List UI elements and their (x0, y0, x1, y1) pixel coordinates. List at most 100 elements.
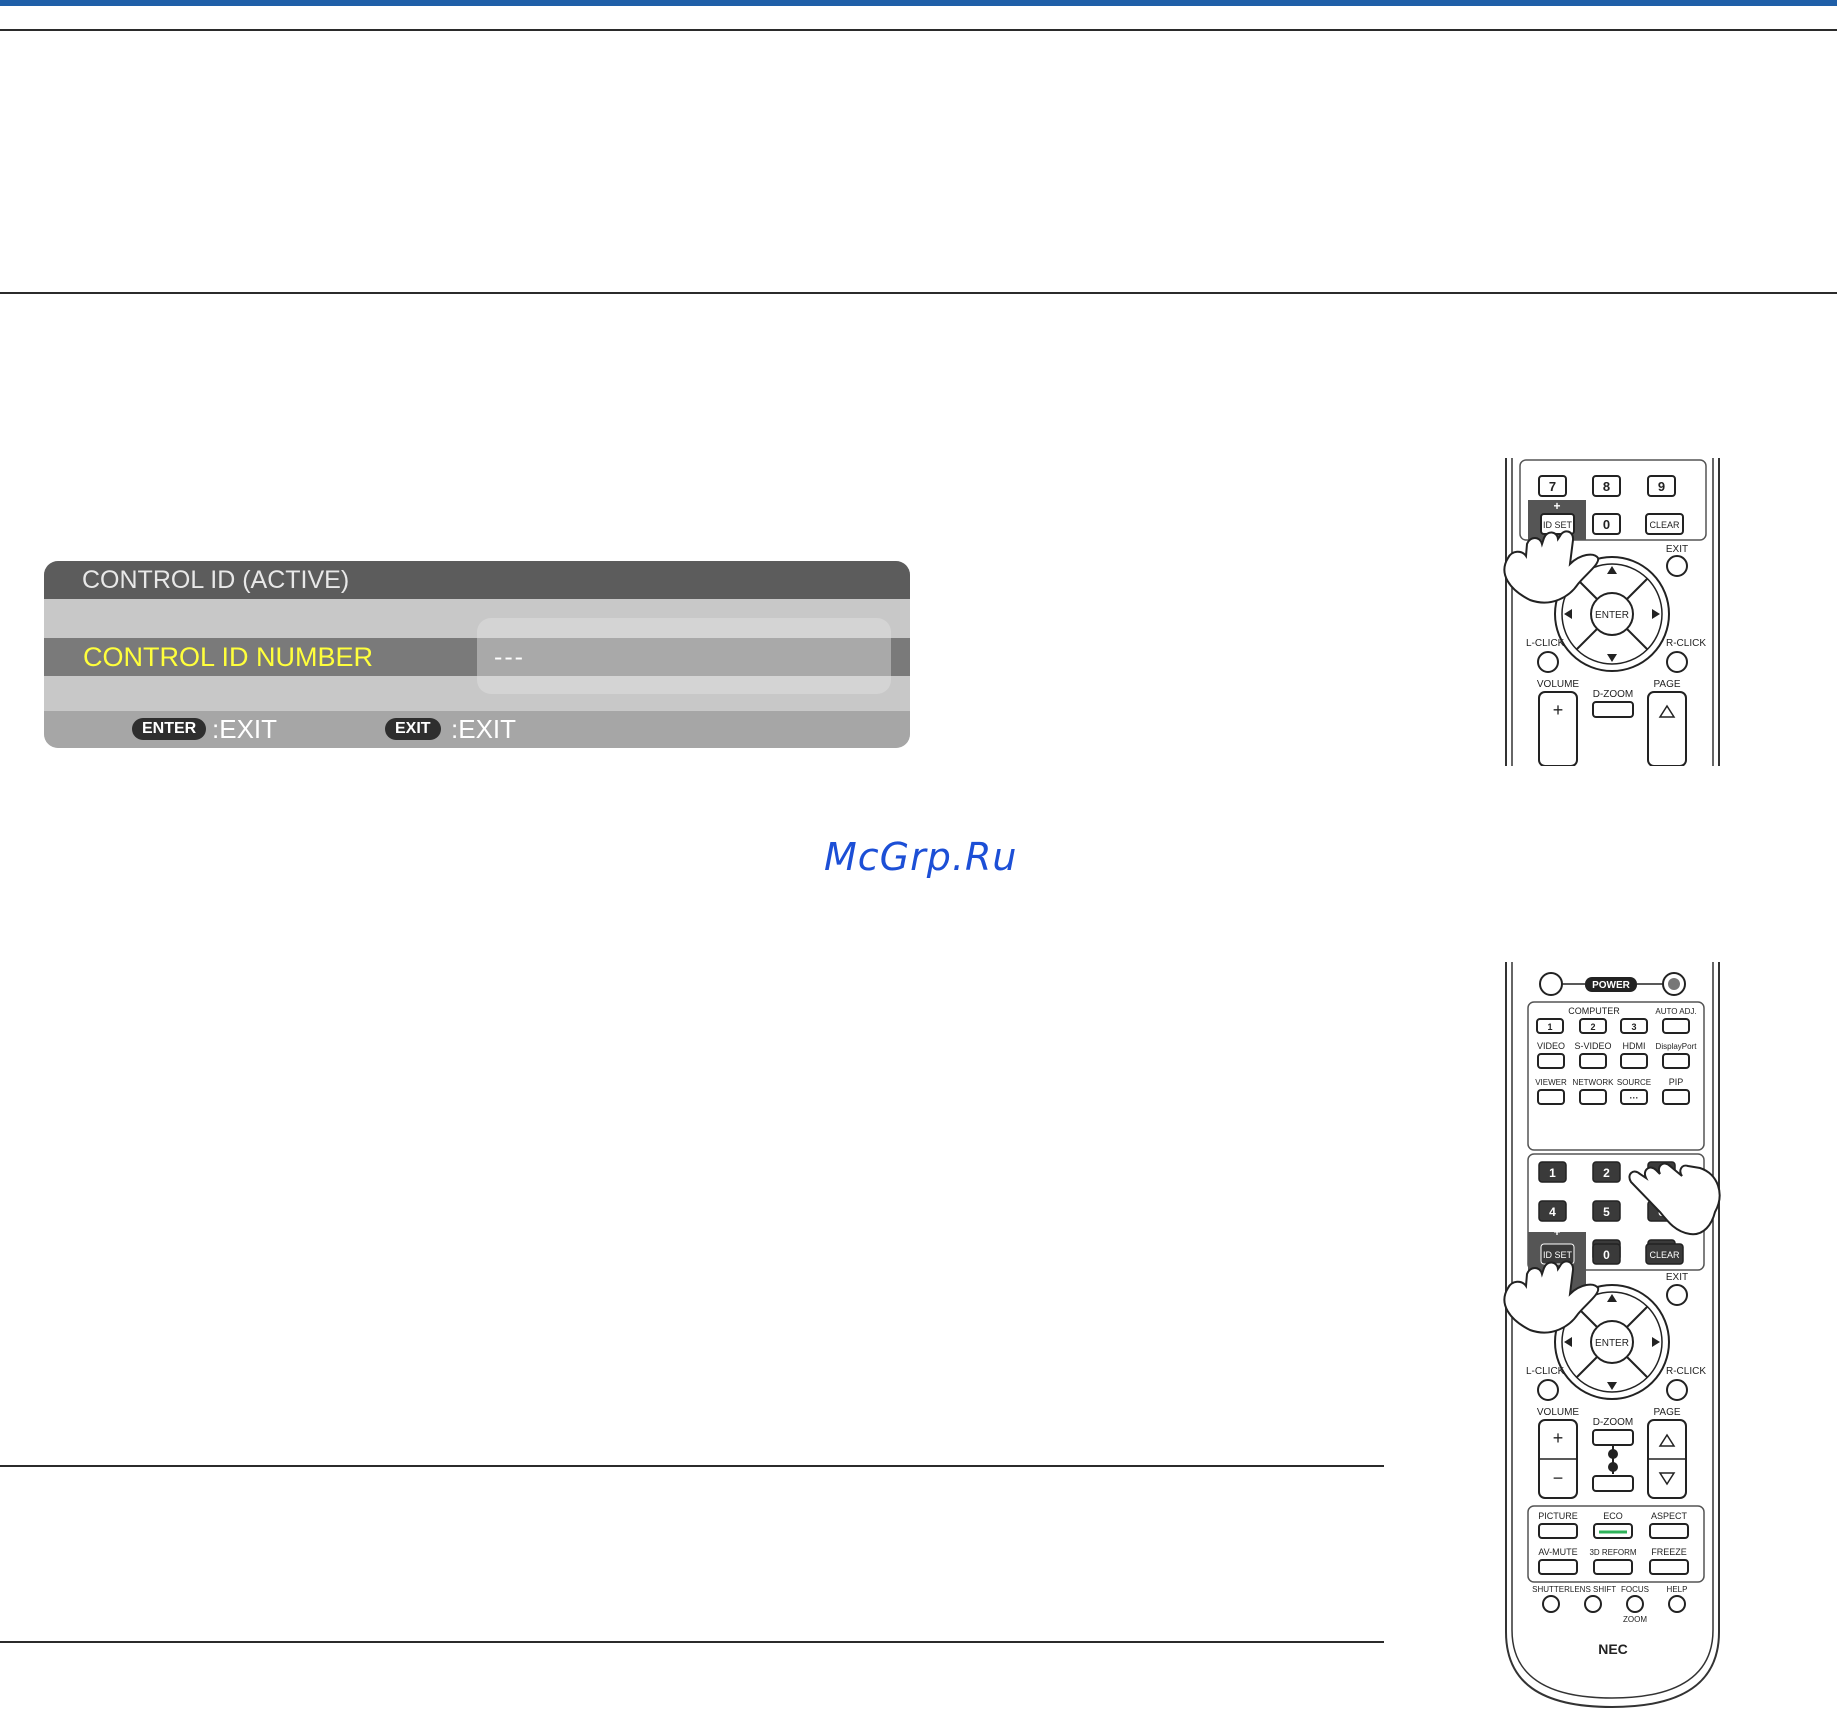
picture-button[interactable] (1538, 1523, 1578, 1539)
exit-button[interactable] (1666, 555, 1688, 577)
num-1-button[interactable]: 1 (1538, 1161, 1567, 1183)
right-arrow-icon (1652, 1337, 1660, 1347)
page-down-icon (1658, 1472, 1676, 1486)
note-rule-top (0, 1465, 1384, 1467)
shutter-button[interactable] (1542, 1595, 1560, 1613)
focus-label: FOCUS (1621, 1585, 1649, 1594)
header-rule (0, 29, 1837, 31)
computer-1-button[interactable]: 1 (1536, 1018, 1564, 1034)
auto-adj-button[interactable] (1662, 1018, 1690, 1034)
clear-button[interactable]: CLEAR (1645, 1243, 1684, 1265)
id-set-button[interactable]: ID SET (1540, 1243, 1575, 1265)
pip-button[interactable] (1662, 1089, 1690, 1105)
watermark: McGrp.Ru (824, 835, 1018, 879)
plus-label: + (1553, 499, 1560, 513)
auto-adj-label: AUTO ADJ. (1655, 1007, 1696, 1016)
num-5-button[interactable]: 5 (1592, 1200, 1621, 1222)
section-rule (0, 292, 1837, 294)
num-4-button[interactable]: 4 (1538, 1200, 1567, 1222)
l-click-label: L-CLICK (1526, 1366, 1565, 1377)
plus-label: + (1553, 1225, 1560, 1239)
aspect-button[interactable] (1649, 1523, 1689, 1539)
av-mute-label: AV-MUTE (1538, 1547, 1577, 1557)
up-arrow-icon (1607, 1294, 1617, 1302)
zoom-label: ZOOM (1623, 1615, 1647, 1624)
r-click-label: R-CLICK (1666, 638, 1706, 649)
d-zoom-button[interactable] (1592, 701, 1634, 718)
source-label: SOURCE (1617, 1078, 1651, 1087)
num-7-button[interactable]: 7 (1538, 475, 1567, 497)
displayport-label: DisplayPort (1656, 1042, 1698, 1051)
exit-button[interactable] (1666, 1284, 1688, 1306)
svg-text:−: − (1553, 1468, 1564, 1488)
volume-label: VOLUME (1537, 679, 1580, 690)
id-set-label: ID SET (1543, 1250, 1573, 1260)
control-id-field[interactable] (477, 638, 891, 676)
id-set-button[interactable]: ID SET (1540, 513, 1575, 535)
num-2-button[interactable]: 2 (1592, 1161, 1621, 1183)
enter-button[interactable] (1590, 1320, 1634, 1364)
l-click-button[interactable] (1537, 651, 1559, 673)
up-arrow-icon (1607, 566, 1617, 574)
num-8-button[interactable]: 8 (1592, 475, 1621, 497)
power-off-button[interactable] (1539, 972, 1563, 996)
computer-3-label: 3 (1631, 1022, 1636, 1032)
computer-1-label: 1 (1547, 1022, 1552, 1032)
lens-shift-button[interactable] (1584, 1595, 1602, 1613)
video-button[interactable] (1537, 1053, 1565, 1069)
remote-full-drawing: POWER COMPUTER 1 2 3 AUTO ADJ. VIDEO S-V… (1503, 962, 1721, 1709)
num-7-label: 7 (1549, 479, 1556, 494)
network-label: NETWORK (1573, 1078, 1615, 1087)
viewer-button[interactable] (1537, 1089, 1565, 1105)
enter-action-text: :EXIT (212, 714, 278, 744)
d-zoom-out-button[interactable] (1592, 1475, 1634, 1492)
r-click-label: R-CLICK (1666, 1366, 1706, 1377)
power-pill (1585, 977, 1637, 992)
s-video-button[interactable] (1579, 1053, 1607, 1069)
computer-3-button[interactable]: 3 (1620, 1018, 1648, 1034)
exit-label: EXIT (1666, 544, 1688, 555)
num-5-label: 5 (1603, 1205, 1610, 1219)
num-0-button[interactable]: 0 (1592, 513, 1621, 535)
hdmi-label: HDMI (1623, 1041, 1646, 1051)
source-button[interactable] (1620, 1089, 1648, 1105)
id-set-label: ID SET (1543, 520, 1573, 530)
enter-button[interactable] (1590, 592, 1634, 636)
num-8-label: 8 (1603, 479, 1610, 494)
dialog-footer: ENTER :EXIT EXIT :EXIT (44, 711, 910, 748)
3d-reform-button[interactable] (1593, 1559, 1633, 1575)
pointing-hand-icon (1628, 1162, 1721, 1236)
r-click-button[interactable] (1666, 1379, 1688, 1401)
r-click-button[interactable] (1666, 651, 1688, 673)
num-0-label: 0 (1603, 517, 1610, 532)
svg-text:···: ··· (1630, 1093, 1639, 1103)
page-label: PAGE (1653, 1407, 1680, 1418)
top-accent-bar (0, 0, 1837, 6)
num-2-label: 2 (1603, 1166, 1610, 1180)
freeze-button[interactable] (1649, 1559, 1689, 1575)
svg-text:+: + (1553, 1428, 1564, 1448)
displayport-button[interactable] (1662, 1053, 1690, 1069)
help-button[interactable] (1668, 1595, 1686, 1613)
num-0-button[interactable]: 0 (1592, 1243, 1621, 1265)
page-rocker[interactable] (1647, 691, 1687, 766)
av-mute-button[interactable] (1538, 1559, 1578, 1575)
exit-action-text: :EXIT (451, 714, 517, 744)
clear-button[interactable]: CLEAR (1645, 513, 1684, 535)
focus-zoom-button[interactable] (1626, 1595, 1644, 1613)
hdmi-button[interactable] (1620, 1053, 1648, 1069)
volume-rocker[interactable] (1538, 691, 1578, 766)
l-click-button[interactable] (1537, 1379, 1559, 1401)
down-arrow-icon (1607, 1382, 1617, 1390)
num-9-button[interactable]: 9 (1647, 475, 1676, 497)
num-4-label: 4 (1549, 1205, 1556, 1219)
eco-label: ECO (1603, 1511, 1623, 1521)
svg-text:+: + (1553, 700, 1564, 720)
left-arrow-icon (1564, 1337, 1572, 1347)
d-zoom-in-button[interactable] (1592, 1429, 1634, 1446)
page-up-icon (1658, 1433, 1676, 1447)
shutter-label: SHUTTER (1532, 1585, 1570, 1594)
power-label: POWER (1592, 980, 1631, 991)
network-button[interactable] (1579, 1089, 1607, 1105)
computer-2-button[interactable]: 2 (1579, 1018, 1607, 1034)
